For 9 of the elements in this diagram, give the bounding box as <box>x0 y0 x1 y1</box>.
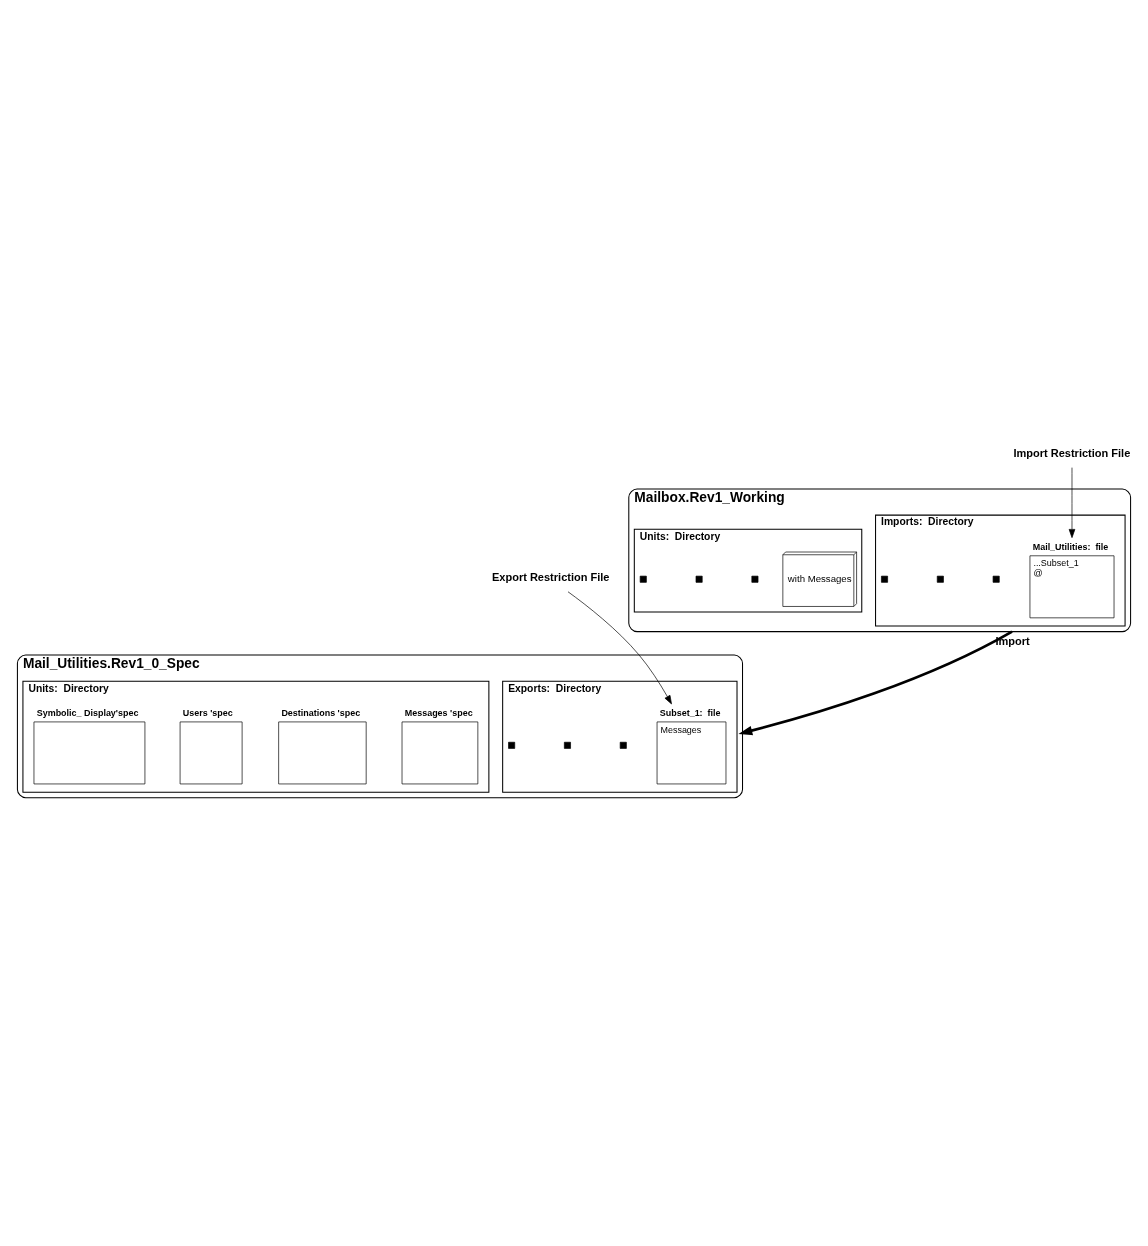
edge-label: Import <box>995 635 1030 648</box>
node-label: Symbolic_ Display'spec <box>36 707 139 718</box>
node-label: Subset_1: file <box>659 707 721 718</box>
node-text: Import Restriction File <box>1013 447 1131 460</box>
node-label: Users 'spec <box>182 707 233 718</box>
node-text: Export Restriction File <box>491 571 610 584</box>
node-label: Destinations 'spec <box>281 707 361 718</box>
node-label: Messages 'spec <box>404 707 473 718</box>
node-label: Mail_Utilities: file <box>1032 541 1109 552</box>
